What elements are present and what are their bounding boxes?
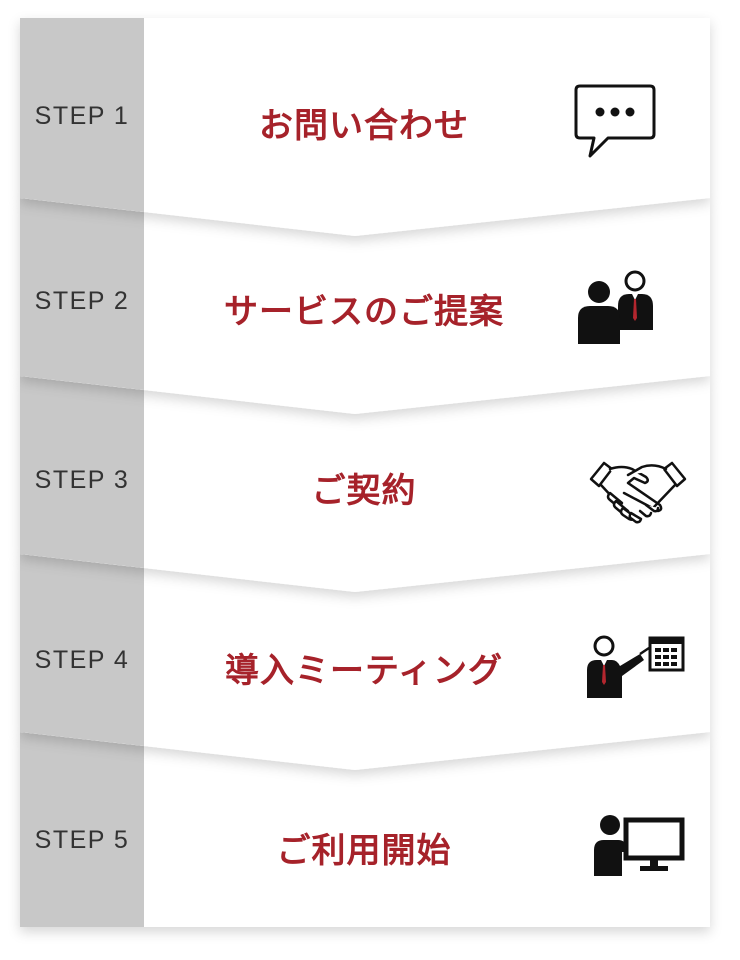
step-4-label: STEP 4	[34, 646, 130, 674]
step-1-label: STEP 1	[34, 102, 130, 130]
step-5-shape	[20, 732, 710, 927]
step-4-title: 導入ミーティング	[225, 651, 503, 691]
step-2-label: STEP 2	[34, 287, 130, 315]
speech-bubble-icon	[574, 84, 656, 158]
step-4-shape	[20, 554, 710, 770]
step-1-title: お問い合わせ	[259, 106, 469, 146]
step-5-title: ご利用開始	[276, 831, 452, 871]
presentation-icon	[587, 635, 685, 698]
step-2-shape	[20, 198, 710, 414]
computer-user-icon	[594, 815, 685, 876]
handshake-icon	[589, 461, 687, 524]
step-5-label: STEP 5	[34, 826, 130, 854]
step-3-title: ご契約	[311, 471, 417, 511]
step-1-shape	[20, 18, 710, 236]
step-3-label: STEP 3	[34, 466, 130, 494]
step-2-title: サービスのご提案	[224, 292, 504, 332]
step-3-shape	[20, 376, 710, 592]
consultation-icon	[578, 270, 653, 344]
